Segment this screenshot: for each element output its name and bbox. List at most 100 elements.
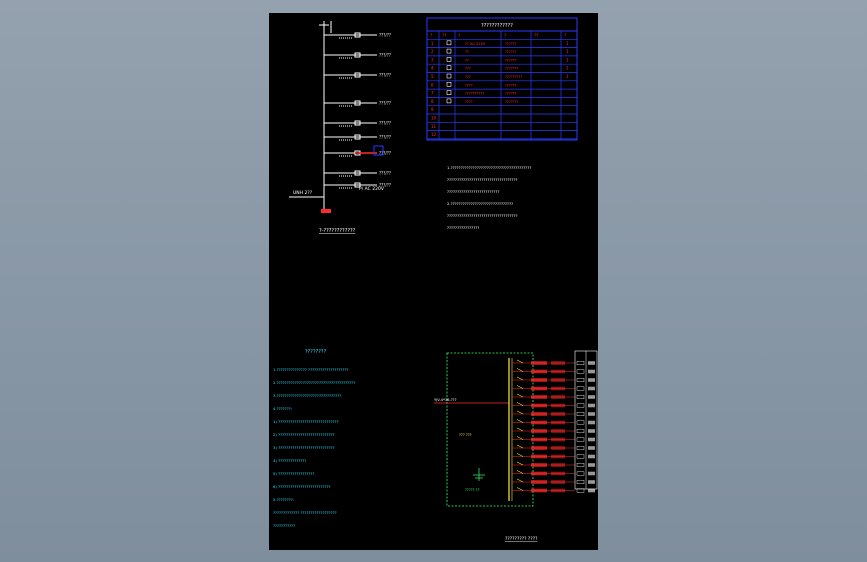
single-line-caption: ?-???????????? — [319, 228, 356, 234]
symbol-icon — [446, 48, 452, 54]
table-column-header: ? — [430, 33, 432, 38]
design-note-line: 2.??????????????????????????????????????… — [273, 380, 355, 385]
design-note-line: ??????????? — [273, 523, 295, 528]
table-cell-name: ???? — [465, 83, 473, 87]
feeder-breaker — [531, 480, 547, 484]
symbol-icon — [446, 57, 452, 62]
feeder-breaker — [531, 463, 547, 467]
design-note-line: 4.???????: — [273, 406, 292, 411]
table-column-header: ?? — [534, 33, 538, 38]
table-cell-no: 9 — [431, 107, 434, 112]
symbol-icon — [446, 82, 452, 87]
symbol-icon — [446, 90, 452, 95]
feeder-label: ???/?? — [379, 121, 391, 126]
table-cell-model: ????????? — [505, 75, 522, 79]
note-line: 1.??????????????????????????????????????… — [447, 165, 531, 170]
table-cell-name: ?? — [465, 58, 469, 62]
symbol-icon — [446, 98, 452, 104]
design-note-line: 3) ???????????????????????????? — [273, 445, 335, 450]
breaker-symbol — [354, 52, 361, 58]
table-cell-qty: 1 — [566, 74, 569, 79]
panel-caption: ????????? ???? — [505, 536, 538, 542]
feeder-label: ???/?? — [379, 33, 391, 38]
incoming-cable-label: YJV-4*16-??? — [434, 398, 457, 402]
table-cell-name: ?? — [465, 50, 469, 54]
design-note-line: 5.????????: — [273, 497, 294, 502]
symbol-icon — [446, 40, 452, 46]
meter-label: ????? ?? — [465, 488, 480, 492]
note-line: 2.??????????????????????????????? — [447, 201, 513, 206]
feeder-breaker — [531, 378, 547, 382]
table-cell-no: 1 — [431, 41, 434, 46]
table-cell-qty: 1 — [566, 66, 569, 71]
table-cell-name: ?????????? — [465, 92, 484, 96]
symbol-icon — [446, 65, 452, 71]
feeder-breaker — [531, 412, 547, 416]
feeder-label: ???/?? — [379, 135, 391, 140]
feeder-breaker — [531, 403, 547, 408]
table-cell-no: 10 — [431, 116, 437, 121]
table-cell-no: 3 — [431, 57, 434, 62]
right-notes: 1.??????????????????????????????????????… — [447, 165, 531, 230]
bottom-feeder-label: P/ AC 220V — [359, 186, 385, 192]
table-cell-name: ??? — [465, 75, 471, 79]
design-note-line: 3.???????????????????????????????? — [273, 393, 341, 398]
breaker-symbol — [354, 32, 361, 38]
table-cell-qty: 1 — [566, 41, 569, 46]
breaker-label: ??? ??? — [459, 433, 472, 437]
design-note-line: 4) ?????????????? — [273, 458, 306, 463]
drawing-sheet[interactable]: ???/?? ???/?? ???/?? ???/?? ???/?? ???/?? ???/… — [269, 13, 598, 550]
table-cell-no: 12 — [431, 132, 437, 137]
feeder-breaker — [531, 454, 547, 459]
table-cell-no: 2 — [431, 49, 434, 54]
feeder-breaker — [531, 488, 547, 493]
table-cell-model: ??????? — [505, 67, 518, 71]
feeder-breaker — [531, 437, 547, 442]
table-cell-model: ??????? — [505, 100, 518, 104]
feeder-label: ???/?? — [379, 151, 391, 156]
feeder-breaker — [531, 471, 547, 476]
breaker-symbol — [354, 72, 361, 78]
feeder-breaker — [531, 446, 547, 450]
feeder-label: ???/?? — [379, 73, 391, 78]
table-cell-model: ?????? — [505, 50, 517, 54]
table-title: ???????????? — [481, 23, 513, 29]
note-line: ??????????????????????????????????? — [447, 177, 518, 182]
breaker-symbol — [354, 170, 361, 176]
table-cell-name: ?? AC 220V — [465, 42, 486, 46]
table-cell-model: ?????? — [505, 58, 517, 62]
symbol-icon — [446, 73, 452, 79]
table-cell-model: ?????? — [505, 83, 517, 87]
single-line-diagram: ???/?? ???/?? ???/?? ???/?? ???/?? ???/?? ???/… — [289, 21, 391, 211]
design-notes: ???????? 1.??????????????? ?????????????… — [273, 349, 355, 528]
breaker-symbol — [354, 100, 361, 106]
breaker-symbol — [354, 134, 361, 140]
feeder-label: ???/?? — [379, 171, 391, 176]
feeder-label: ???/?? — [379, 53, 391, 58]
table-cell-qty: 1 — [566, 49, 569, 54]
feeder-breaker — [531, 369, 547, 374]
table-column-header: ?? — [442, 33, 446, 38]
note-line: ?????????????????????????? — [447, 189, 499, 194]
design-note-line: 1) ?????????????????????????????? — [273, 419, 339, 424]
design-note-line: ????????????? ?????????????????? — [273, 510, 337, 515]
feeder-breaker — [531, 395, 547, 399]
cad-drawing: ???/?? ???/?? ???/?? ???/?? ???/?? ???/?? ???/… — [273, 17, 598, 542]
device-table: ???????????? ???????? 1?? AC 220V??????1… — [426, 17, 578, 141]
design-note-line: 5) ?????????????????? — [273, 471, 314, 476]
bus-label: UNH 2?? — [293, 190, 313, 196]
table-cell-no: 8 — [431, 99, 434, 104]
design-note-line: 2) ???????????????????????????? — [273, 432, 335, 437]
table-cell-no: 11 — [431, 124, 437, 129]
table-column-header: ? — [504, 33, 506, 38]
table-column-header: ? — [564, 33, 566, 38]
table-cell-no: 7 — [431, 91, 434, 96]
table-cell-model: ?????? — [505, 92, 517, 96]
highlight-box — [373, 145, 384, 156]
feeder-breaker — [531, 429, 547, 433]
feeder-label: ???/?? — [379, 101, 391, 106]
feeder-label: ???/?? — [379, 183, 391, 188]
table-cell-model: ?????? — [505, 42, 517, 46]
table-column-header: ? — [458, 33, 460, 38]
table-cell-no: 6 — [431, 82, 434, 87]
